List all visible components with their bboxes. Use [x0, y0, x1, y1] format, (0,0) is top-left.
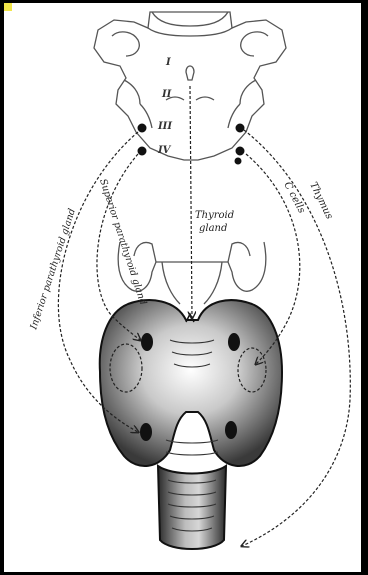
pouch-label-i: I — [165, 57, 171, 68]
pouch-label-iii: III — [157, 121, 172, 132]
inferior-parathyroid-right — [225, 421, 237, 439]
inferior-parathyroid-left — [140, 423, 152, 441]
pouch-label-ii: II — [161, 89, 172, 100]
pouch-label-iv: IV — [157, 145, 172, 156]
superior-parathyroid-left — [141, 333, 153, 351]
superior-parathyroid-right — [228, 333, 240, 351]
svg-text:gland: gland — [199, 223, 227, 234]
corner-marker — [4, 3, 12, 11]
svg-text:Thyroid: Thyroid — [195, 210, 234, 221]
